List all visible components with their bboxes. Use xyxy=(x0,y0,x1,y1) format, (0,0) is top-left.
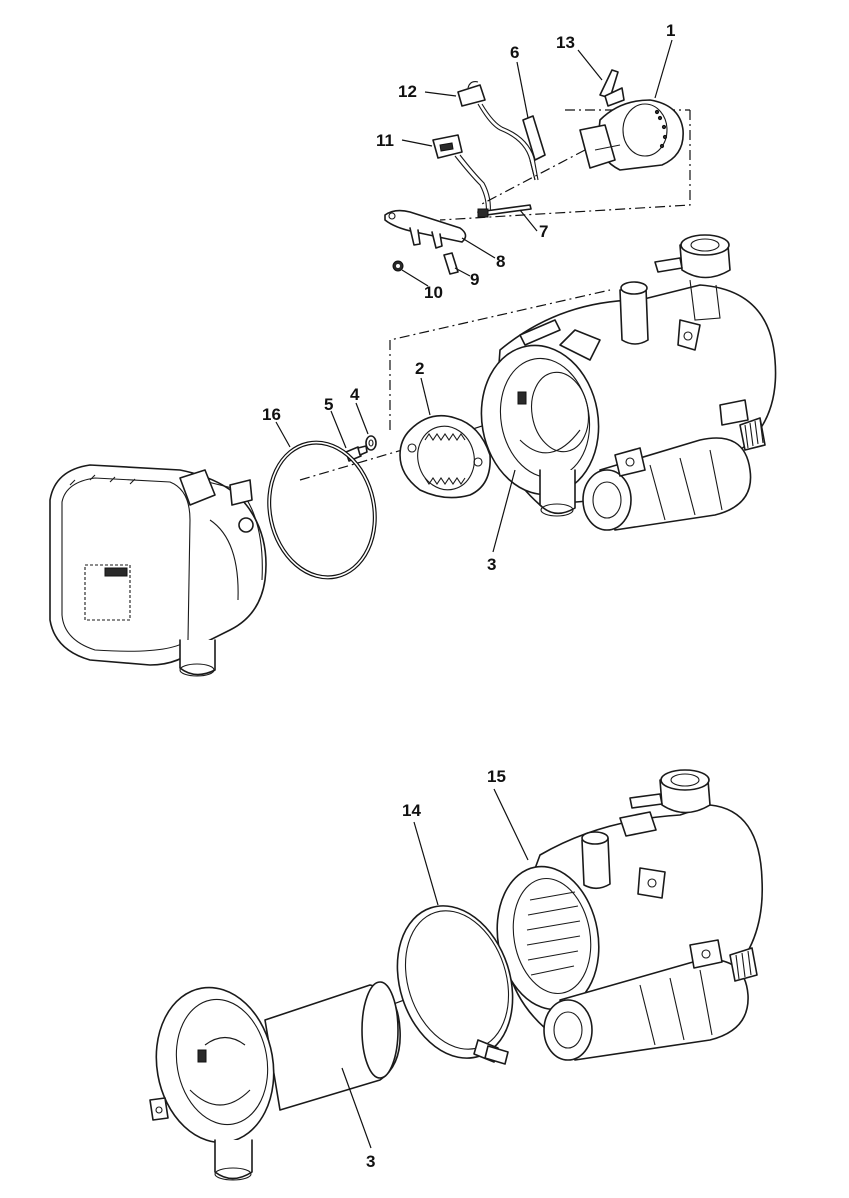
callout-9: 9 xyxy=(470,270,479,289)
heat-exchanger-part-15 xyxy=(496,769,764,1061)
washer-part-4 xyxy=(365,435,377,451)
leader-lines-bottom xyxy=(341,788,529,1149)
combustion-tube-bottom xyxy=(149,981,401,1181)
clip-part-9 xyxy=(443,252,459,275)
callout-6: 6 xyxy=(510,43,519,62)
callout-labels: 1 13 6 12 11 7 8 9 10 2 4 5 16 3 15 14 3 xyxy=(262,21,675,1171)
callout-2: 2 xyxy=(415,359,424,378)
callout-15: 15 xyxy=(487,767,506,786)
clip-part-13 xyxy=(599,69,625,107)
callout-10: 10 xyxy=(424,283,443,302)
glow-plug-part-1 xyxy=(579,99,684,171)
probe-part-7 xyxy=(477,204,532,218)
callout-12: 12 xyxy=(398,82,417,101)
callout-5: 5 xyxy=(324,395,333,414)
o-ring-part-16 xyxy=(267,440,377,580)
callout-1: 1 xyxy=(666,21,675,40)
connector-part-12 xyxy=(457,81,539,181)
sensor-part-6 xyxy=(522,115,546,181)
combustion-air-blower xyxy=(49,464,267,677)
callout-7: 7 xyxy=(539,222,548,241)
leader-lines-top xyxy=(275,39,673,553)
nut-part-10 xyxy=(392,260,404,272)
callout-8: 8 xyxy=(496,252,505,271)
callout-11: 11 xyxy=(376,131,394,150)
callout-13: 13 xyxy=(556,33,575,52)
clamp-part-14 xyxy=(396,905,514,1065)
callout-16: 16 xyxy=(262,405,281,424)
callout-4: 4 xyxy=(350,385,360,404)
gasket-part-2 xyxy=(399,414,491,499)
bracket-part-8 xyxy=(384,209,467,249)
callout-3-top: 3 xyxy=(487,555,496,574)
callout-14: 14 xyxy=(402,801,421,820)
heater-body-top xyxy=(480,234,777,531)
connector-part-11 xyxy=(432,134,491,216)
callout-3-bottom: 3 xyxy=(366,1152,375,1171)
